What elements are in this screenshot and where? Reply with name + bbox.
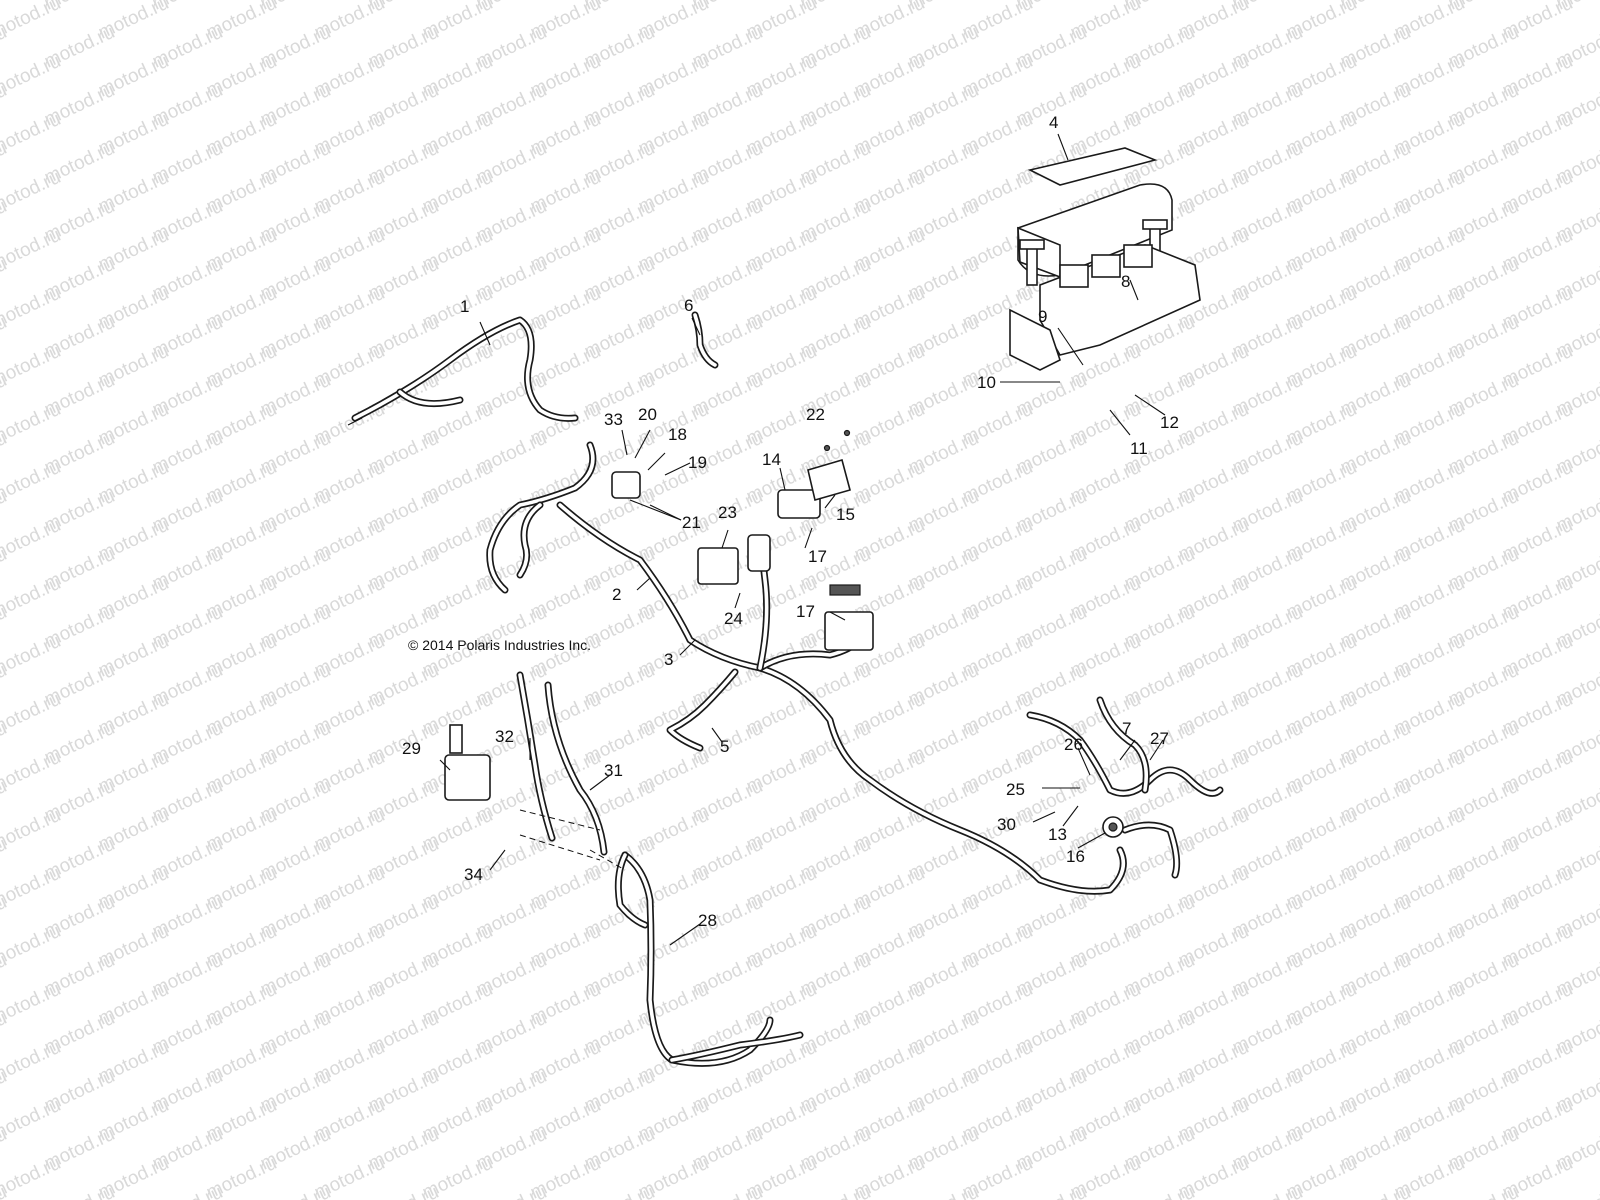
callout-12: 12	[1160, 413, 1179, 432]
callout-18: 18	[668, 425, 687, 444]
callout-22: 22	[806, 405, 825, 424]
callout-20: 20	[638, 405, 657, 424]
callout-17a: 17	[808, 547, 827, 566]
screw-22a	[823, 444, 831, 452]
callout-25: 25	[1006, 780, 1025, 799]
relay-18	[611, 471, 641, 499]
solenoid-29	[444, 754, 491, 801]
bolt-9	[1026, 244, 1038, 286]
ecu-23	[697, 547, 739, 585]
callout-32: 32	[495, 727, 514, 746]
callout-10: 10	[977, 373, 996, 392]
callout-19: 19	[688, 453, 707, 472]
callout-16: 16	[1066, 847, 1085, 866]
cover-15	[807, 459, 851, 502]
module-17	[824, 611, 874, 651]
callout-23: 23	[718, 503, 737, 522]
copyright-text: © 2014 Polaris Industries Inc.	[408, 637, 591, 653]
module-14	[777, 489, 821, 519]
wire-harness-group	[351, 311, 1224, 1067]
callout-1: 1	[460, 297, 469, 316]
callout-33: 33	[604, 410, 623, 429]
callout-14: 14	[762, 450, 781, 469]
callout-21: 21	[682, 513, 701, 532]
callout-28: 28	[698, 911, 717, 930]
callout-17b: 17	[796, 602, 815, 621]
callout-2: 2	[612, 585, 621, 604]
callout-7: 7	[1122, 719, 1131, 738]
callout-5: 5	[720, 737, 729, 756]
callout-3: 3	[664, 650, 673, 669]
callout-30: 30	[997, 815, 1016, 834]
callout-31: 31	[604, 761, 623, 780]
callout-15: 15	[836, 505, 855, 524]
watermark-text: motod.ru	[0, 1182, 10, 1200]
callout-27: 27	[1150, 729, 1169, 748]
callout-11: 11	[1130, 439, 1148, 458]
callout-29: 29	[402, 739, 421, 758]
callout-26: 26	[1064, 735, 1083, 754]
components-group	[444, 147, 1201, 838]
callout-6: 6	[684, 296, 693, 315]
callout-9: 9	[1038, 307, 1047, 326]
leader-lines	[347, 133, 1166, 946]
relay-block	[1059, 264, 1089, 288]
callout-34: 34	[464, 865, 483, 884]
fuse-decal-4	[1027, 147, 1158, 186]
callout-24: 24	[724, 609, 743, 628]
callout-13: 13	[1048, 825, 1067, 844]
callout-8: 8	[1121, 272, 1130, 291]
screw-22b	[843, 429, 851, 437]
callout-4: 4	[1049, 113, 1058, 132]
callout-labels: 1 2 3 4 5 6 7 8 9 10 11 12 13 14 15 16 1…	[402, 113, 1179, 930]
